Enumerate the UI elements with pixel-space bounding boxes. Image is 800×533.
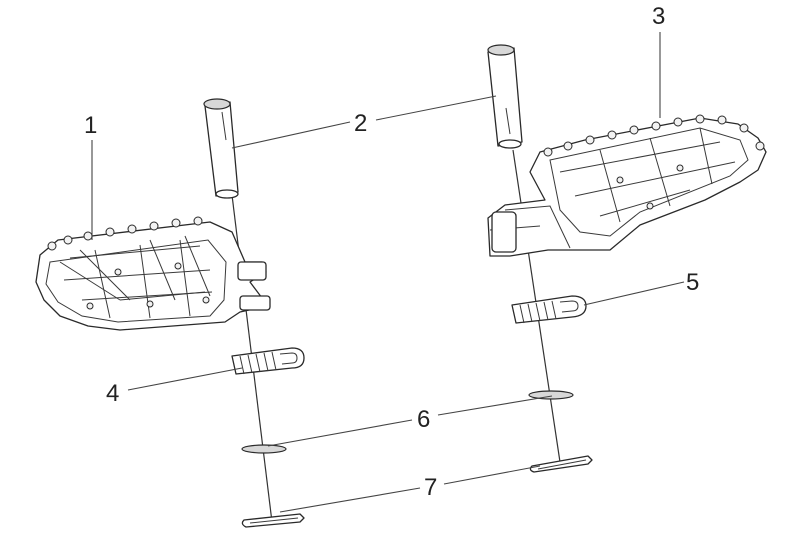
cotter-pins xyxy=(241,455,593,528)
leader-lines xyxy=(91,32,685,513)
callout-7: 7 xyxy=(424,474,437,501)
callout-4: 4 xyxy=(106,380,119,407)
right-pivot-pin xyxy=(487,44,523,149)
right-footpeg-teeth xyxy=(543,114,765,210)
left-pivot-pin xyxy=(203,98,239,199)
left-footpeg xyxy=(35,216,271,331)
callout-labels: 1 2 3 4 5 6 7 xyxy=(84,3,699,501)
callout-2: 2 xyxy=(354,110,367,137)
washers xyxy=(241,390,574,454)
callout-3: 3 xyxy=(652,3,665,30)
right-footpeg xyxy=(487,114,767,257)
callout-6: 6 xyxy=(417,406,430,433)
callout-1: 1 xyxy=(84,112,97,139)
left-footpeg-teeth xyxy=(47,216,210,310)
left-return-spring xyxy=(231,347,305,375)
right-return-spring xyxy=(511,295,587,324)
callout-5: 5 xyxy=(686,269,699,296)
